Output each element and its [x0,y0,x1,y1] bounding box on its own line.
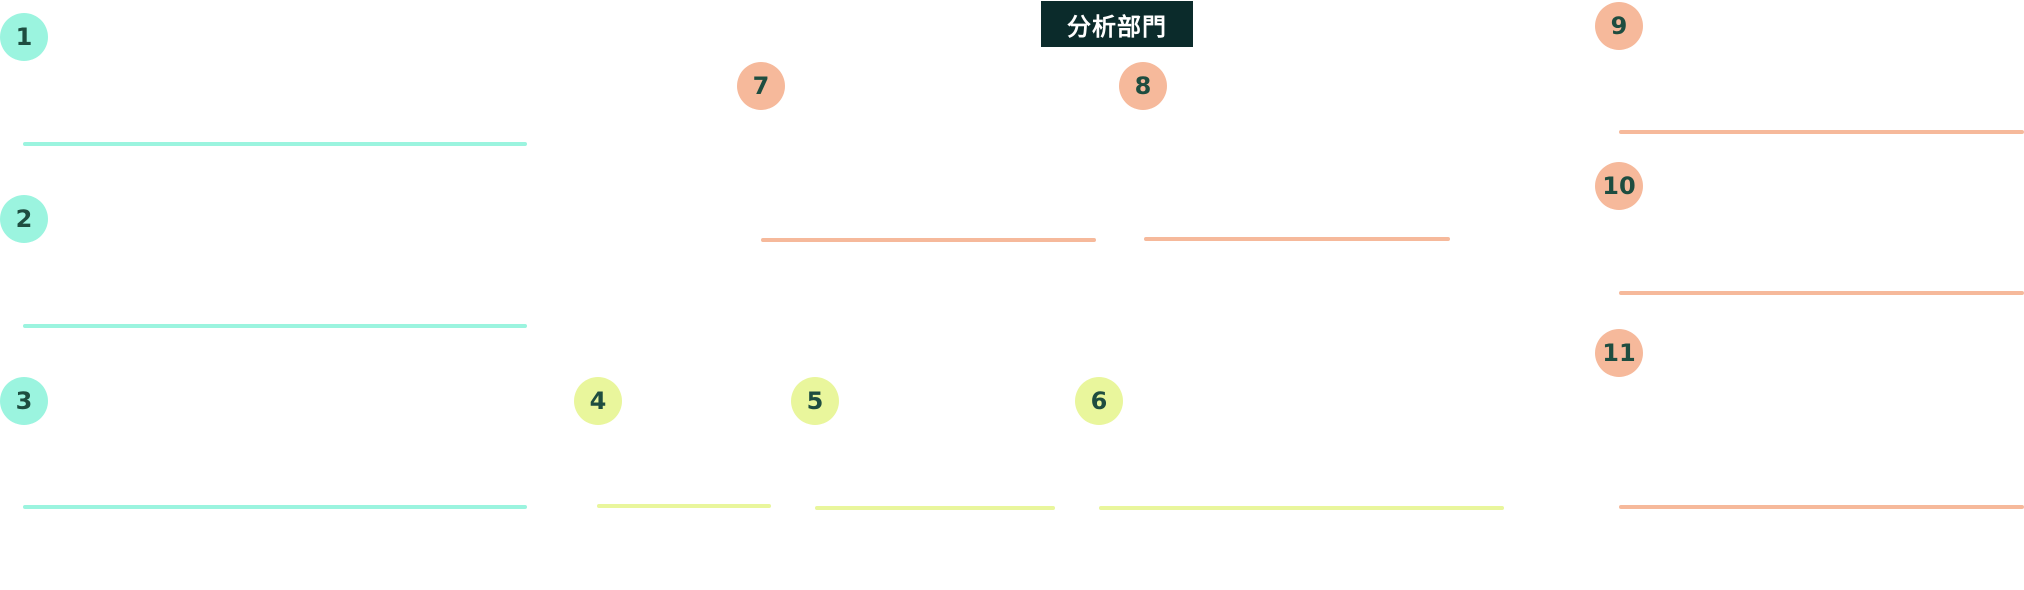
item-4-line [597,504,771,508]
item-10-badge: 10 [1595,162,1643,210]
item-1-line [23,142,527,146]
item-7-badge: 7 [737,62,785,110]
item-8-badge: 8 [1119,62,1167,110]
item-2-badge: 2 [0,195,48,243]
item-7-line [761,238,1096,242]
item-3-line [23,505,527,509]
item-10-line [1619,291,2024,295]
item-6-badge: 6 [1075,377,1123,425]
diagram-title: 分析部門 [1041,1,1193,47]
item-4-badge: 4 [574,377,622,425]
item-9-badge: 9 [1595,2,1643,50]
item-9-line [1619,130,2024,134]
item-3-badge: 3 [0,377,48,425]
item-5-line [815,506,1055,510]
item-8-line [1144,237,1450,241]
item-11-badge: 11 [1595,329,1643,377]
item-11-line [1619,505,2024,509]
item-2-line [23,324,527,328]
item-5-badge: 5 [791,377,839,425]
item-1-badge: 1 [0,13,48,61]
item-6-line [1099,506,1504,510]
